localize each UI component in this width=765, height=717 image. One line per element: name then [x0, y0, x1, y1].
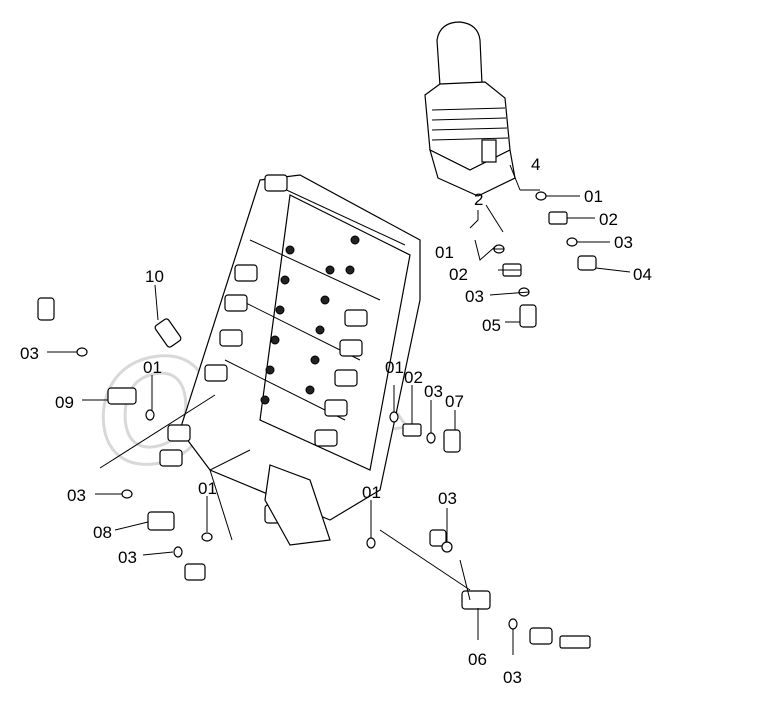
label-part-07: 07	[445, 392, 464, 411]
part-labels: 4 2 10 01 02 03 04 01 02 03 05 03 01 09 …	[20, 155, 652, 687]
label-part-04: 04	[633, 265, 652, 284]
hoses	[38, 263, 733, 702]
label-part-02: 02	[449, 265, 468, 284]
label-part-03: 03	[20, 344, 39, 363]
label-part-03: 03	[503, 668, 522, 687]
label-part-10: 10	[145, 267, 164, 286]
label-part-03: 03	[614, 233, 633, 252]
label-part-06: 06	[468, 650, 487, 669]
label-part-02: 02	[599, 210, 618, 229]
label-part-2: 2	[474, 190, 483, 209]
label-part-01: 01	[584, 187, 603, 206]
joystick-assembly	[424, 21, 516, 197]
leader-lines	[47, 164, 631, 655]
label-part-01: 01	[435, 243, 454, 262]
label-part-09: 09	[55, 393, 74, 412]
label-part-03: 03	[465, 287, 484, 306]
label-part-03: 03	[118, 548, 137, 567]
label-part-01: 01	[143, 358, 162, 377]
label-part-03: 03	[67, 486, 86, 505]
label-part-01: 01	[385, 358, 404, 377]
label-part-03: 03	[438, 489, 457, 508]
o-rings	[76, 191, 578, 630]
label-part-03: 03	[424, 382, 443, 401]
label-part-01: 01	[198, 479, 217, 498]
label-part-01: 01	[362, 483, 381, 502]
control-valve-block	[159, 174, 421, 546]
label-part-05: 05	[482, 316, 501, 335]
label-part-4: 4	[531, 155, 540, 174]
label-part-08: 08	[93, 523, 112, 542]
label-part-02: 02	[404, 368, 423, 387]
